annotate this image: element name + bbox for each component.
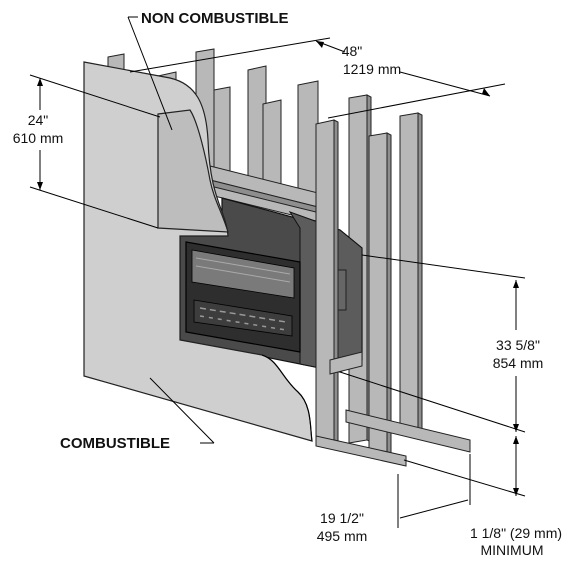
stud-7 xyxy=(297,80,319,200)
clearance-dimension: 1 1/8" (29 mm) xyxy=(470,525,562,541)
height-dimension-inches: 33 5/8" xyxy=(496,337,540,353)
stud-6 xyxy=(262,99,282,190)
front-framing xyxy=(315,119,471,467)
width-dimension-mm: 1219 mm xyxy=(343,61,401,77)
dimension-lines xyxy=(29,16,526,528)
stud-front-1 xyxy=(315,119,335,444)
non-combustible-label: NON COMBUSTIBLE xyxy=(141,10,289,27)
top-dimension-mm: 610 mm xyxy=(13,130,64,146)
combustible-label: COMBUSTIBLE xyxy=(60,435,170,452)
header-frame xyxy=(205,164,331,223)
clearance-minimum-note: MINIMUM xyxy=(481,542,544,558)
depth-dimension-mm: 495 mm xyxy=(317,528,368,544)
top-dimension-inches: 24" xyxy=(28,112,49,128)
burner-logs xyxy=(193,299,293,337)
non-combustible-panel xyxy=(157,109,229,233)
stud-9 xyxy=(399,112,419,434)
width-dimension-inches: 48" xyxy=(342,43,363,59)
bottom-plate-back xyxy=(345,409,471,453)
bottom-plate-front xyxy=(315,435,407,467)
height-dimension-mm: 854 mm xyxy=(493,355,544,371)
stud-front-2 xyxy=(368,132,388,456)
depth-dimension-inches: 19 1/2" xyxy=(320,510,364,526)
